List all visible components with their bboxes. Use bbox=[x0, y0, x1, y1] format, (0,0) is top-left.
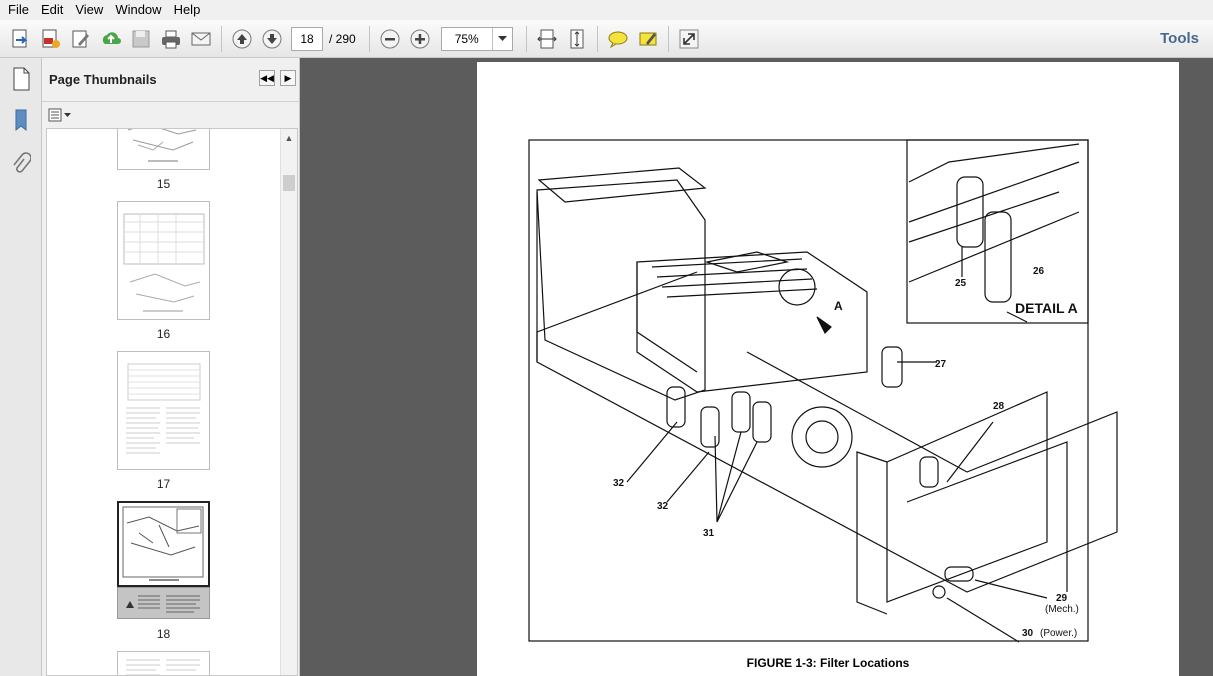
thumbnail-page-19[interactable] bbox=[117, 651, 210, 675]
callout-label: 27 bbox=[935, 359, 947, 370]
menu-help[interactable]: Help bbox=[173, 2, 201, 17]
page-thumbnails-icon[interactable] bbox=[6, 64, 36, 94]
page-count: / 290 bbox=[329, 31, 356, 46]
toolbar-divider bbox=[596, 25, 598, 52]
expand-icon[interactable] bbox=[674, 24, 704, 54]
callout-label: 28 bbox=[993, 401, 1005, 412]
collapse-panel-button[interactable]: ◀◀ bbox=[259, 70, 275, 86]
zoom-value: 75% bbox=[454, 31, 479, 46]
menu-bar: File Edit View Window Help bbox=[0, 0, 1213, 20]
menu-edit[interactable]: Edit bbox=[40, 2, 64, 17]
callout-label: A bbox=[834, 299, 843, 313]
comment-icon[interactable] bbox=[603, 24, 633, 54]
close-panel-button[interactable]: ▶ bbox=[280, 70, 296, 86]
scrollbar-thumb[interactable] bbox=[283, 175, 295, 191]
callout-label: 32 bbox=[613, 478, 625, 489]
toolbar-divider bbox=[368, 25, 370, 52]
open-icon[interactable] bbox=[6, 24, 36, 54]
tools-button[interactable]: Tools bbox=[1160, 30, 1199, 47]
scroll-up-icon[interactable]: ▲ bbox=[284, 133, 294, 143]
thumbnail-page-16[interactable] bbox=[117, 201, 210, 320]
figure-caption: FIGURE 1-3: Filter Locations bbox=[746, 656, 910, 670]
save-icon[interactable] bbox=[126, 24, 156, 54]
upload-icon[interactable] bbox=[96, 24, 126, 54]
toolbar-divider bbox=[525, 25, 527, 52]
attachment-icon[interactable] bbox=[6, 150, 36, 180]
thumbnails-panel: Page Thumbnails ◀◀ ▶ 15 16 bbox=[42, 58, 300, 676]
thumbnail-scrollbar[interactable]: ▲ bbox=[280, 129, 297, 675]
callout-label: 32 bbox=[657, 501, 669, 512]
callout-label: (Power.) bbox=[1040, 628, 1077, 639]
menu-file[interactable]: File bbox=[8, 2, 29, 17]
callout-label: 25 bbox=[955, 278, 967, 289]
thumbnail-label: 16 bbox=[156, 327, 171, 341]
panel-header: Page Thumbnails bbox=[42, 58, 299, 102]
panel-splitter[interactable] bbox=[300, 58, 304, 676]
page-number-input[interactable]: 18 bbox=[291, 26, 323, 51]
bookmark-icon[interactable] bbox=[6, 106, 36, 136]
navigation-rail bbox=[0, 58, 42, 676]
menu-window[interactable]: Window bbox=[115, 2, 162, 17]
thumbnail-label: 17 bbox=[156, 477, 171, 491]
thumbnail-page-18[interactable] bbox=[117, 501, 210, 587]
panel-title: Page Thumbnails bbox=[49, 72, 157, 87]
toolbar-divider bbox=[667, 25, 669, 52]
options-menu-icon[interactable] bbox=[48, 106, 74, 124]
thumbnail-page-15[interactable] bbox=[117, 129, 210, 170]
document-view[interactable]: A 25 26 27 28 29 (Mech.) 30 (Power.) 31 … bbox=[301, 58, 1213, 676]
thumbnail-list[interactable]: 15 16 17 bbox=[46, 128, 298, 676]
callout-label: 29 bbox=[1056, 593, 1068, 604]
thumbnail-label: 15 bbox=[156, 177, 171, 191]
create-pdf-icon[interactable] bbox=[36, 24, 66, 54]
callout-label: 26 bbox=[1033, 266, 1045, 277]
highlight-icon[interactable] bbox=[633, 24, 663, 54]
edit-icon[interactable] bbox=[66, 24, 96, 54]
zoom-in-icon[interactable] bbox=[405, 24, 435, 54]
thumbnail-page-17[interactable] bbox=[117, 351, 210, 470]
toolbar-divider bbox=[221, 25, 222, 52]
callout-label: 31 bbox=[703, 528, 715, 539]
callout-label: (Mech.) bbox=[1045, 604, 1079, 615]
next-page-icon[interactable] bbox=[257, 24, 287, 54]
zoom-select[interactable]: 75% bbox=[440, 26, 513, 51]
detail-label: DETAIL A bbox=[1015, 300, 1078, 316]
callout-label: 30 bbox=[1022, 628, 1034, 639]
selected-page-overflow bbox=[117, 587, 210, 619]
chevron-down-icon[interactable] bbox=[491, 27, 512, 50]
toolbar: 18 / 290 75% Tools bbox=[0, 20, 1213, 58]
print-icon[interactable] bbox=[156, 24, 186, 54]
figure-illustration: A 25 26 27 28 29 (Mech.) 30 (Power.) 31 … bbox=[528, 139, 1118, 643]
email-icon[interactable] bbox=[186, 24, 216, 54]
fit-page-icon[interactable] bbox=[562, 24, 592, 54]
zoom-out-icon[interactable] bbox=[375, 24, 405, 54]
thumbnail-label: 18 bbox=[156, 627, 171, 641]
fit-width-icon[interactable] bbox=[532, 24, 562, 54]
previous-page-icon[interactable] bbox=[227, 24, 257, 54]
pdf-page: A 25 26 27 28 29 (Mech.) 30 (Power.) 31 … bbox=[477, 62, 1179, 676]
menu-view[interactable]: View bbox=[75, 2, 104, 17]
